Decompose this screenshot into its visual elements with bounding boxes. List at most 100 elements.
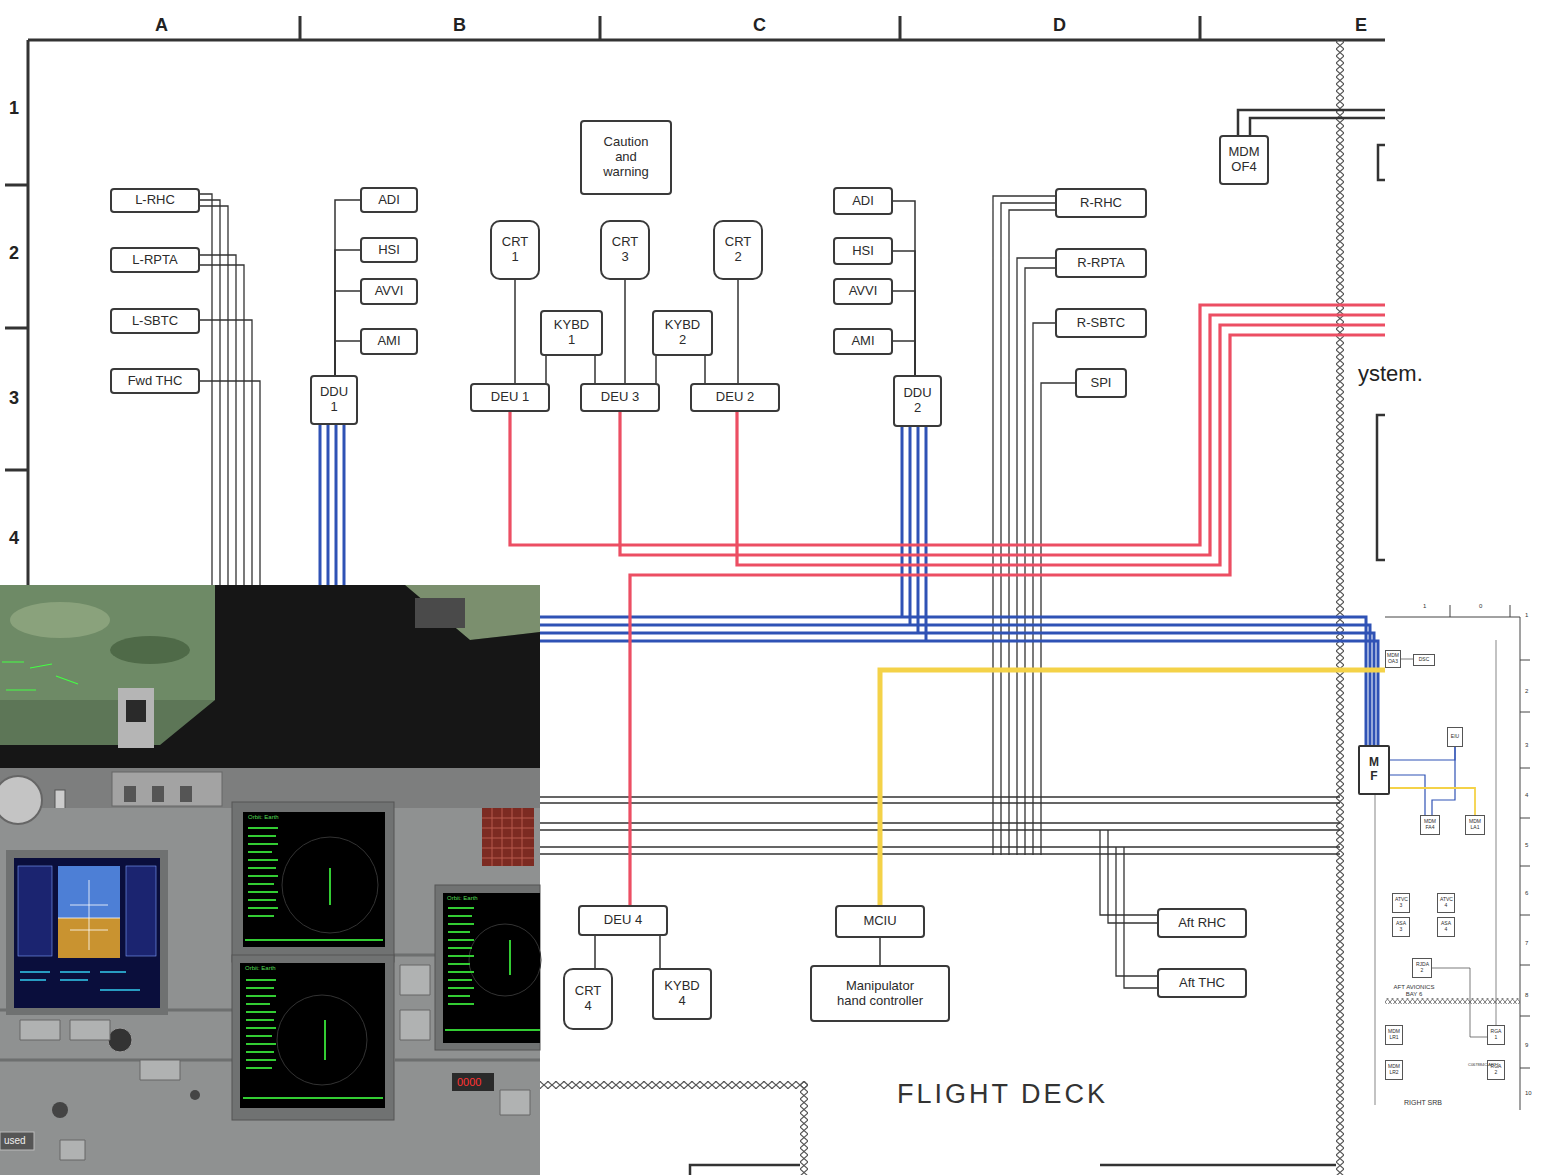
grid-number: 7: [1525, 940, 1528, 947]
box-text: MDM FA4: [1424, 819, 1436, 831]
grid-number: 3: [1525, 742, 1528, 749]
component-box: AMI: [360, 328, 418, 355]
grid-number: 8: [1525, 992, 1528, 999]
wire-connector: [335, 291, 360, 375]
wire-connector: [704, 356, 706, 383]
box-text: AMI: [377, 334, 400, 349]
box-text: ATVC 3: [1395, 897, 1407, 909]
avionics-box: ATVC 4: [1437, 893, 1455, 913]
inset-frame: [1385, 617, 1520, 1110]
component-box: AVVI: [360, 278, 418, 305]
component-box: L-RHC: [110, 188, 200, 213]
box-text: R-RHC: [1080, 196, 1122, 211]
component-box: CRT 3: [600, 220, 650, 280]
box-text: ATVC 4: [1440, 897, 1452, 909]
wire-connector: [659, 936, 661, 968]
box-text: MCIU: [863, 914, 896, 929]
box-text: AVVI: [849, 284, 878, 299]
rotary-knob: [0, 776, 42, 824]
wire-connector: [1390, 747, 1455, 760]
grid-number: 9: [1525, 1042, 1528, 1049]
box-text: EIU: [1451, 734, 1459, 740]
grid-letter: C: [753, 16, 766, 36]
rotary-knob: [190, 1090, 200, 1100]
wire-connector: [624, 280, 626, 383]
component-box: R-RPTA: [1055, 248, 1147, 278]
box-text: ADI: [378, 193, 400, 208]
zone-label: RIGHT SRB: [1404, 1099, 1442, 1107]
warning-lights: [482, 808, 534, 866]
box-text: L-RPTA: [132, 253, 177, 268]
yellow-data-bus: [880, 670, 1385, 905]
box-text: MDM LR2: [1388, 1064, 1400, 1076]
display-header: Orbit: Earth: [447, 895, 478, 902]
display-screen: [443, 893, 540, 1043]
box-text: DSC: [1419, 657, 1430, 663]
status-text: used: [2, 1135, 28, 1146]
box-text: MDM OF4: [1226, 145, 1262, 175]
wire-connector: [1401, 659, 1413, 660]
component-box: MCIU: [835, 905, 925, 938]
instrument-panel: [0, 808, 540, 1175]
box-text: ASA 3: [1395, 921, 1407, 933]
box-text: L-RHC: [135, 193, 175, 208]
avionics-box: ASA 3: [1392, 917, 1410, 937]
box-text: Caution and warning: [594, 135, 658, 180]
component-box: ADI: [360, 187, 418, 213]
component-box: AVVI: [833, 278, 893, 305]
display-bezel: [232, 955, 394, 1120]
box-text: MDM LA1: [1469, 819, 1481, 831]
box-text: MDM LR1: [1388, 1029, 1400, 1041]
inset-ground: [1385, 600, 1547, 1120]
grid-letter: 1: [1423, 603, 1426, 610]
warning-light-grid: [482, 808, 534, 866]
zone-divider: [1336, 40, 1344, 1175]
rotary-knob: [52, 1102, 68, 1118]
status-box: [0, 1132, 34, 1150]
cockpit-instrument: [126, 700, 146, 722]
component-box: Aft THC: [1157, 968, 1247, 998]
canopy-frame: [0, 585, 540, 768]
wire-connector: [893, 341, 915, 375]
box-text: CRT 1: [500, 235, 530, 265]
grid-number: 4: [9, 529, 19, 549]
display-screen: [14, 858, 160, 1008]
wire-connector: [335, 200, 360, 375]
component-box: M F: [1358, 745, 1390, 795]
digital-readout: 0000: [457, 1076, 481, 1088]
component-box: CRT 2: [713, 220, 763, 280]
wire-connector: [1390, 788, 1475, 815]
box-text: DEU 4: [604, 913, 642, 928]
grid-number: 2: [9, 244, 19, 264]
cockpit-instrument: [415, 598, 465, 628]
box-text: RGA 1: [1490, 1029, 1502, 1041]
orbit-plot: [277, 995, 367, 1085]
zone-label: AFT AVIONICS BAY 6: [1390, 984, 1438, 997]
component-box: KYBD 2: [652, 310, 713, 356]
orbit-marker: [509, 940, 511, 975]
component-box: ADI: [833, 187, 893, 215]
red-data-bus: [510, 305, 1385, 905]
display-readout: [245, 828, 383, 940]
switch-panel: [112, 772, 222, 806]
display-screen: [243, 812, 385, 947]
component-box: CRT 4: [563, 968, 613, 1030]
tape-scale: [18, 866, 52, 956]
box-text: SPI: [1091, 376, 1112, 391]
tape-scale: [126, 866, 156, 956]
box-text: MDM OA3: [1387, 653, 1399, 665]
avionics-box: MDM LA1: [1465, 815, 1485, 835]
terrain-view: [0, 585, 540, 1175]
avionics-box: DSC: [1413, 654, 1435, 666]
component-box: Aft RHC: [1157, 908, 1247, 938]
wire-connector: [879, 938, 881, 965]
box-text: DDU 2: [903, 386, 933, 416]
box-text: Aft THC: [1179, 976, 1225, 991]
avionics-box: RGA 1: [1487, 1025, 1505, 1045]
component-box: Manipulator hand controller: [810, 965, 950, 1022]
box-text: R-SBTC: [1077, 316, 1125, 331]
wire-connector: [594, 936, 596, 968]
signal-wire: [1238, 110, 1385, 135]
box-text: HSI: [852, 244, 874, 259]
avionics-box: EIU: [1447, 727, 1463, 747]
